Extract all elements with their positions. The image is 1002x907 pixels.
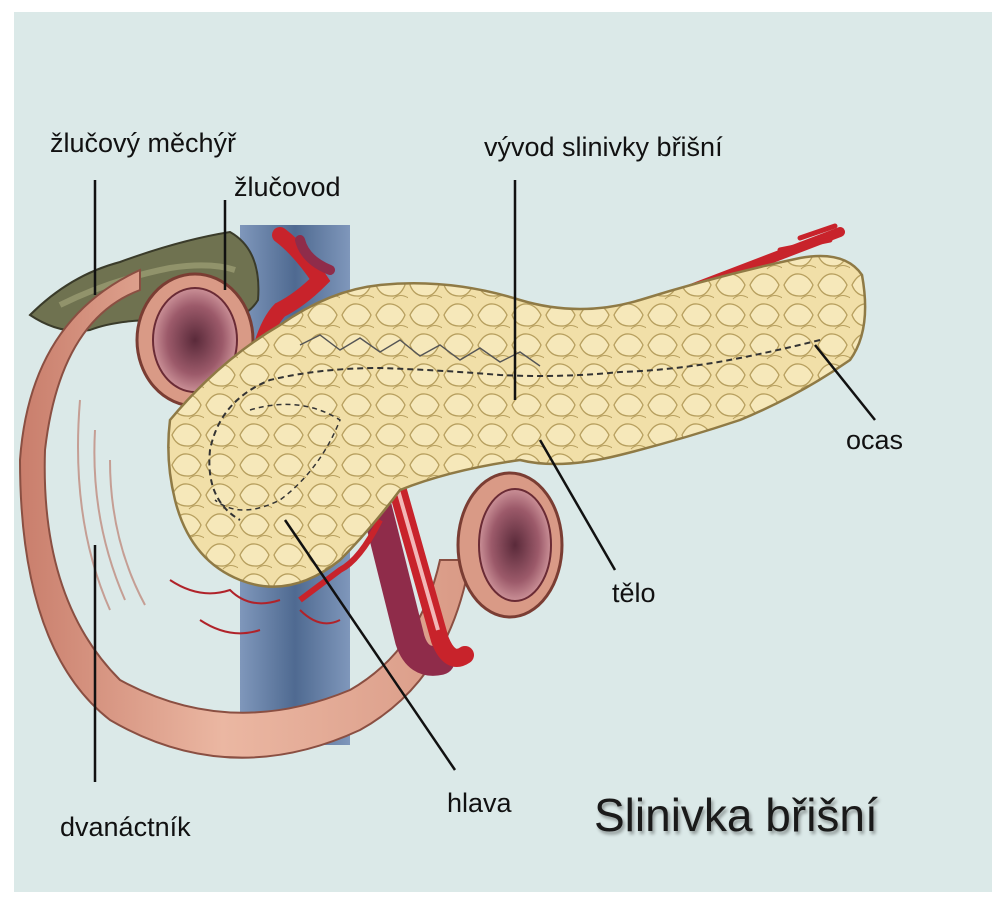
jejunum-opening <box>458 473 562 617</box>
diagram-title: Slinivka břišní <box>594 790 878 840</box>
label-duodenum: dvanáctník <box>60 812 191 842</box>
label-pancreatic-duct: vývod slinivky břišní <box>484 132 723 162</box>
label-body: tělo <box>612 578 656 608</box>
label-tail: ocas <box>846 425 903 455</box>
label-gallbladder: žlučový měchýř <box>50 128 236 158</box>
label-bile-duct: žlučovod <box>234 172 341 202</box>
label-head: hlava <box>447 788 512 818</box>
